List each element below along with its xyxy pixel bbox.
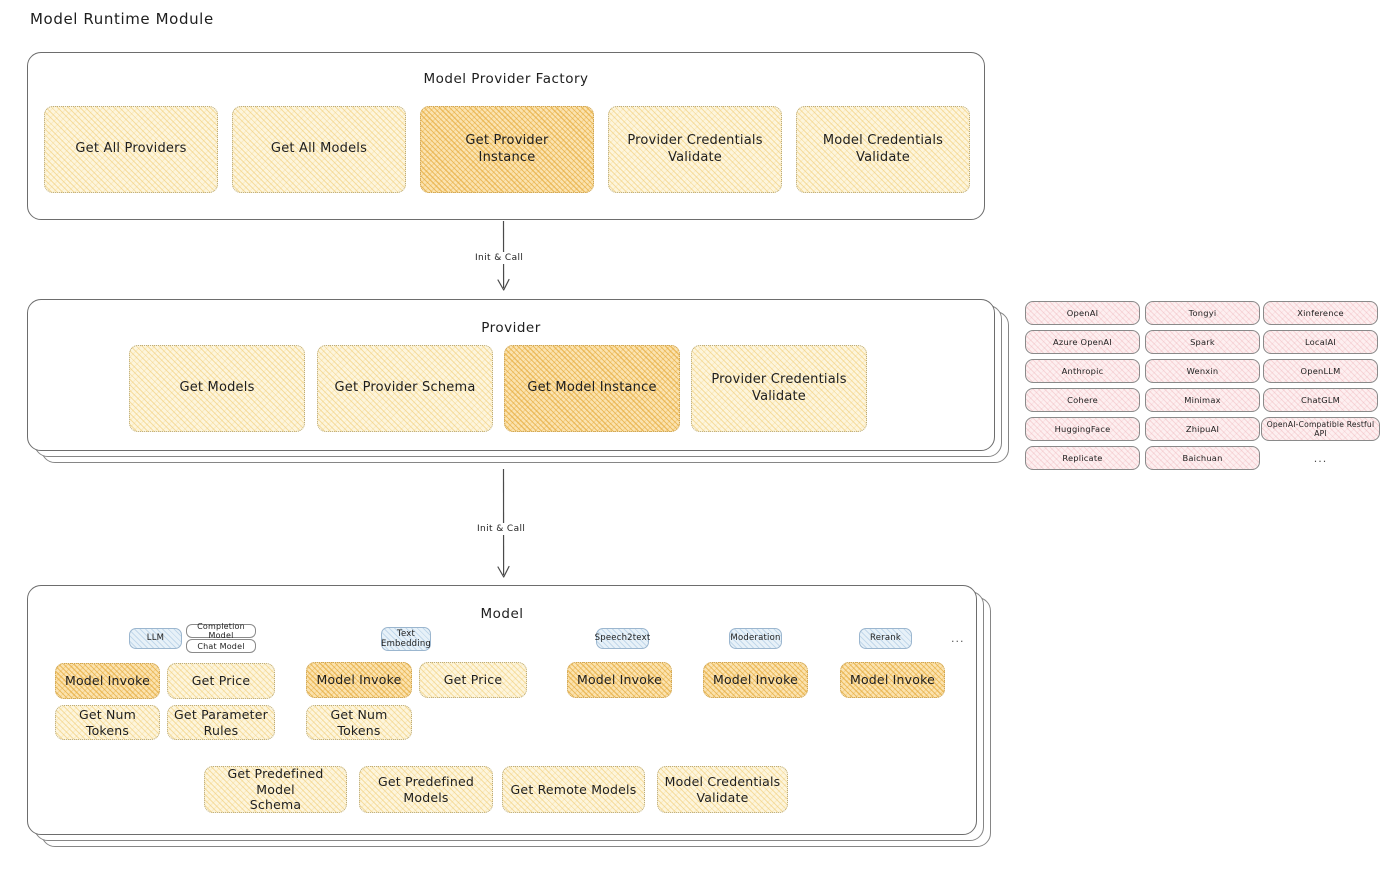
rerank-method-model-invoke[interactable]: Model Invoke	[840, 662, 945, 698]
provider-chip-tongyi[interactable]: Tongyi	[1145, 301, 1260, 325]
model-type-tag-speech2text[interactable]: Speech2text	[595, 628, 650, 649]
speech2text-method-model-invoke[interactable]: Model Invoke	[567, 662, 672, 698]
llm-method-model-invoke[interactable]: Model Invoke	[55, 663, 160, 699]
provider-chip-openllm[interactable]: OpenLLM	[1263, 359, 1378, 383]
factory-node-provider-credentials-validate[interactable]: Provider Credentials Validate	[608, 106, 782, 193]
factory-node-model-credentials-validate[interactable]: Model Credentials Validate	[796, 106, 970, 193]
provider-chip-anthropic[interactable]: Anthropic	[1025, 359, 1140, 383]
model-provider-factory-title: Model Provider Factory	[423, 71, 589, 87]
arrow-provider-to-model	[470, 468, 540, 586]
model-shared-get-predefined-model-schema[interactable]: Get Predefined Model Schema	[204, 766, 347, 813]
provider-chip-azure-openai[interactable]: Azure OpenAI	[1025, 330, 1140, 354]
arrow-provider-to-model-icon	[497, 468, 510, 578]
provider-chip-openai[interactable]: OpenAI	[1025, 301, 1140, 325]
text-embedding-method-model-invoke[interactable]: Model Invoke	[306, 662, 412, 698]
text-embedding-method-get-price[interactable]: Get Price	[419, 662, 527, 698]
provider-title: Provider	[481, 320, 541, 336]
provider-node-provider-credentials-validate[interactable]: Provider Credentials Validate	[691, 345, 867, 432]
model-shared-model-credentials-validate[interactable]: Model Credentials Validate	[657, 766, 788, 813]
model-title: Model	[480, 606, 524, 622]
provider-chip-huggingface[interactable]: HuggingFace	[1025, 417, 1140, 441]
provider-chip-baichuan[interactable]: Baichuan	[1145, 446, 1260, 470]
llm-method-get-price[interactable]: Get Price	[167, 663, 275, 699]
provider-chip-replicate[interactable]: Replicate	[1025, 446, 1140, 470]
moderation-method-model-invoke[interactable]: Model Invoke	[703, 662, 808, 698]
provider-chip-chatglm[interactable]: ChatGLM	[1263, 388, 1378, 412]
provider-node-get-models[interactable]: Get Models	[129, 345, 305, 432]
page-title: Model Runtime Module	[30, 10, 214, 28]
provider-chip-cohere[interactable]: Cohere	[1025, 388, 1140, 412]
provider-node-get-model-instance[interactable]: Get Model Instance	[504, 345, 680, 432]
model-types-more: ...	[951, 632, 965, 645]
provider-chip-localai[interactable]: LocalAI	[1263, 330, 1378, 354]
factory-node-get-all-models[interactable]: Get All Models	[232, 106, 406, 193]
provider-chip-wenxin[interactable]: Wenxin	[1145, 359, 1260, 383]
model-subtag-completion-model[interactable]: Completion Model	[186, 622, 256, 640]
model-shared-get-predefined-models[interactable]: Get Predefined Models	[359, 766, 493, 813]
model-type-tag-moderation[interactable]: Moderation	[729, 628, 782, 649]
llm-method-get-parameter-rules[interactable]: Get Parameter Rules	[167, 705, 275, 740]
model-type-tag-llm[interactable]: LLM	[129, 628, 182, 649]
provider-node-get-provider-schema[interactable]: Get Provider Schema	[317, 345, 493, 432]
provider-chip-openai-compatible-restful-api[interactable]: OpenAI-Compatible Restful API	[1261, 417, 1380, 441]
model-shared-get-remote-models[interactable]: Get Remote Models	[502, 766, 645, 813]
arrow-provider-to-model-label: Init & Call	[474, 523, 529, 535]
provider-chip-zhipuai[interactable]: ZhipuAI	[1145, 417, 1260, 441]
factory-node-get-all-providers[interactable]: Get All Providers	[44, 106, 218, 193]
provider-chip-minimax[interactable]: Minimax	[1145, 388, 1260, 412]
model-subtag-chat-model[interactable]: Chat Model	[186, 639, 256, 653]
llm-method-get-num-tokens[interactable]: Get Num Tokens	[55, 705, 160, 740]
model-type-tag-text-embedding[interactable]: Text Embedding	[381, 627, 432, 651]
text-embedding-method-get-num-tokens[interactable]: Get Num Tokens	[306, 705, 412, 740]
factory-node-get-provider-instance[interactable]: Get Provider Instance	[420, 106, 594, 193]
model-type-tag-rerank[interactable]: Rerank	[859, 628, 912, 649]
arrow-factory-to-provider-label: Init & Call	[472, 252, 527, 264]
provider-chip-xinference[interactable]: Xinference	[1263, 301, 1378, 325]
provider-list-more: ...	[1313, 452, 1328, 465]
provider-chip-spark[interactable]: Spark	[1145, 330, 1260, 354]
